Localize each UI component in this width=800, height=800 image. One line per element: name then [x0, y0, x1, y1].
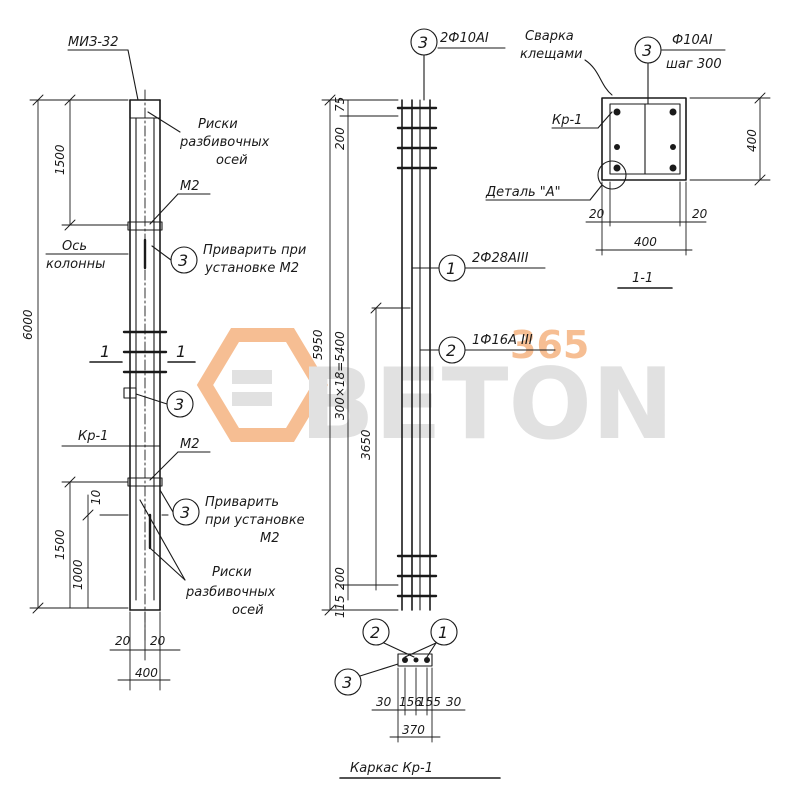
dim-10: 10	[89, 489, 103, 505]
label-privarit-top-2: установке М2	[204, 261, 299, 276]
watermark-brand: BETON	[300, 348, 674, 462]
dim-400-column: 400	[135, 666, 158, 680]
cage-kr1-elevation: 5950 75 200 300×18=5400 200 115 3650 3 2…	[311, 28, 613, 779]
label-riski-top-3: осей	[216, 153, 248, 168]
dim-5950: 5950	[311, 329, 325, 360]
dim-400-section-vertical: 400	[745, 129, 759, 152]
label-m2-bottom: М2	[180, 437, 200, 452]
section-mark-right: 1	[176, 342, 186, 361]
label-stirrup-2: шаг 300	[666, 57, 722, 72]
mark-3-top: 3	[178, 251, 188, 270]
dim-370: 370	[402, 723, 425, 737]
label-detail-a: Деталь "А"	[485, 185, 561, 200]
label-riski-bot-1: Риски	[212, 565, 252, 580]
label-privarit-bot-2: при установке	[205, 513, 305, 528]
mark-2-section: 2	[370, 623, 380, 642]
dim-30-right: 30	[446, 695, 462, 709]
dim-155: 155	[418, 695, 441, 709]
dim-6000: 6000	[21, 309, 35, 340]
label-rebar-3: 2Ф10АI	[440, 31, 489, 46]
section-1-1: 3 Ф10АI шаг 300 Кр-1 Деталь "А" 400 20 2…	[485, 33, 771, 289]
mark-3-bottom: 3	[180, 503, 190, 522]
column-elevation: 1 1 6000 1500 1500 1000 10 20 20	[21, 35, 306, 691]
label-riski-bot-2: разбивочных	[185, 585, 276, 600]
label-riski-top-1: Риски	[198, 117, 238, 132]
dim-1500-top: 1500	[53, 144, 67, 175]
dim-300x18: 300×18=5400	[333, 331, 347, 420]
dim-20-right: 20	[150, 634, 166, 648]
dim-30-left: 30	[376, 695, 392, 709]
label-rebar-1: 2Ф28АIII	[472, 251, 529, 266]
label-m2-top: М2	[180, 179, 200, 194]
label-riski-bot-3: осей	[232, 603, 264, 618]
watermark-suffix: 365	[510, 323, 589, 367]
watermark-logo-icon	[196, 328, 329, 442]
mark-1-cage: 1	[446, 259, 456, 278]
label-privarit-top-1: Приварить при	[203, 243, 306, 258]
label-kr1-left: Кр-1	[78, 429, 108, 444]
dim-20-left: 20	[115, 634, 131, 648]
label-privarit-bot-1: Приварить	[205, 495, 279, 510]
dim-20-section-right: 20	[692, 207, 708, 221]
dim-1000: 1000	[71, 559, 85, 590]
mark-3-section: 3	[342, 673, 352, 692]
label-rebar-2: 1Ф16А III	[472, 333, 533, 348]
dim-200-top: 200	[333, 127, 347, 150]
label-miz-32: МИЗ-32	[68, 35, 119, 50]
mark-1-section: 1	[438, 623, 448, 642]
dim-3650: 3650	[359, 429, 373, 460]
title-karkas: Каркас Кр-1	[350, 761, 433, 776]
watermark: BETON 365	[196, 323, 674, 462]
dim-400-section-horizontal: 400	[634, 235, 657, 249]
label-os-1: Ось	[62, 239, 87, 254]
label-os-2: колонны	[46, 257, 105, 272]
label-kr1-section: Кр-1	[552, 113, 582, 128]
mark-3-mid: 3	[174, 395, 184, 414]
label-privarit-bot-3: М2	[260, 531, 280, 546]
mark-2-cage: 2	[446, 341, 456, 360]
dim-200-bottom: 200	[333, 567, 347, 590]
title-section-1-1: 1-1	[632, 271, 653, 286]
section-mark-left: 1	[100, 342, 110, 361]
label-svarka-2: клещами	[520, 47, 583, 62]
mark-3-cage: 3	[418, 33, 428, 52]
dim-1500-bottom: 1500	[53, 529, 67, 560]
dim-156: 156	[399, 695, 422, 709]
mark-3-section-1-1: 3	[642, 41, 652, 60]
dim-115-bottom: 115	[333, 595, 347, 618]
dim-20-section-left: 20	[589, 207, 605, 221]
label-svarka-1: Сварка	[525, 29, 574, 44]
label-stirrup-1: Ф10АI	[672, 33, 713, 48]
dim-75-top: 75	[333, 97, 347, 112]
label-riski-top-2: разбивочных	[179, 135, 270, 150]
